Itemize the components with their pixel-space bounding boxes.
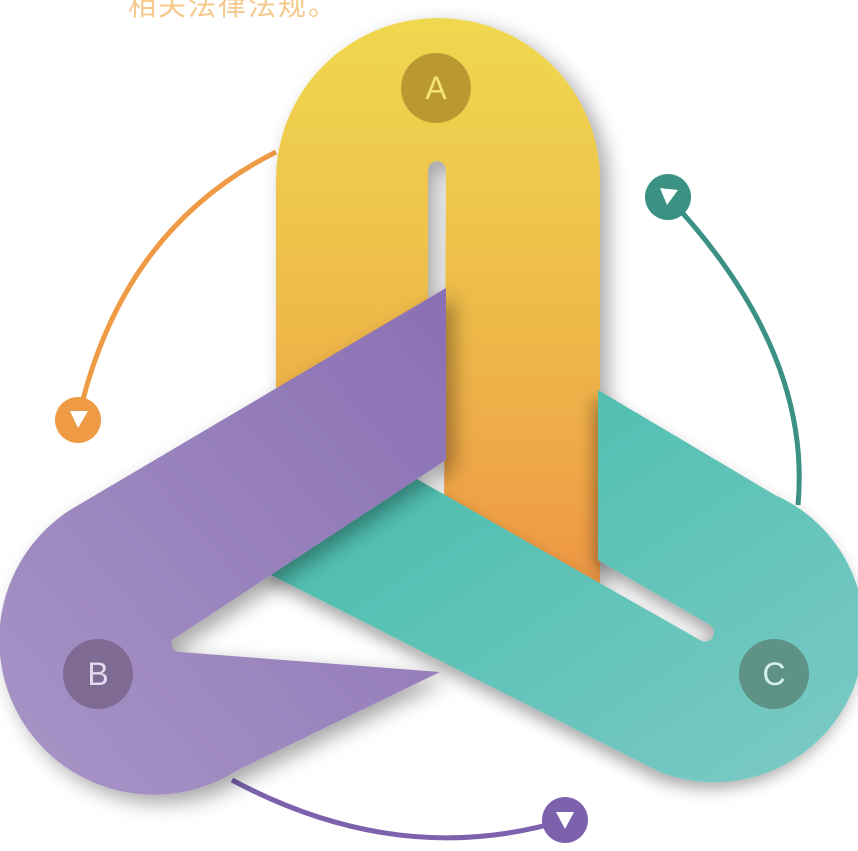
orange-arrow-node bbox=[55, 397, 101, 443]
purple-arrow-node bbox=[542, 797, 588, 843]
node-b: B bbox=[63, 639, 133, 709]
arrow-triangle-icon bbox=[556, 812, 574, 829]
teal-arrow-node bbox=[645, 174, 691, 220]
node-b-label: B bbox=[87, 656, 108, 692]
link-c bbox=[265, 390, 858, 783]
link-a bbox=[276, 18, 600, 585]
caption-text: 相关法律法规。 bbox=[128, 0, 339, 22]
node-c-label: C bbox=[762, 656, 785, 692]
node-a-label: A bbox=[425, 70, 447, 106]
node-c: C bbox=[739, 639, 809, 709]
node-a: A bbox=[401, 53, 471, 123]
arrow-triangle-icon bbox=[70, 411, 88, 428]
arrow-triangle-icon bbox=[660, 188, 678, 205]
teal-arc bbox=[666, 195, 802, 506]
purple-arc bbox=[230, 777, 566, 841]
orange-arc bbox=[75, 149, 278, 421]
